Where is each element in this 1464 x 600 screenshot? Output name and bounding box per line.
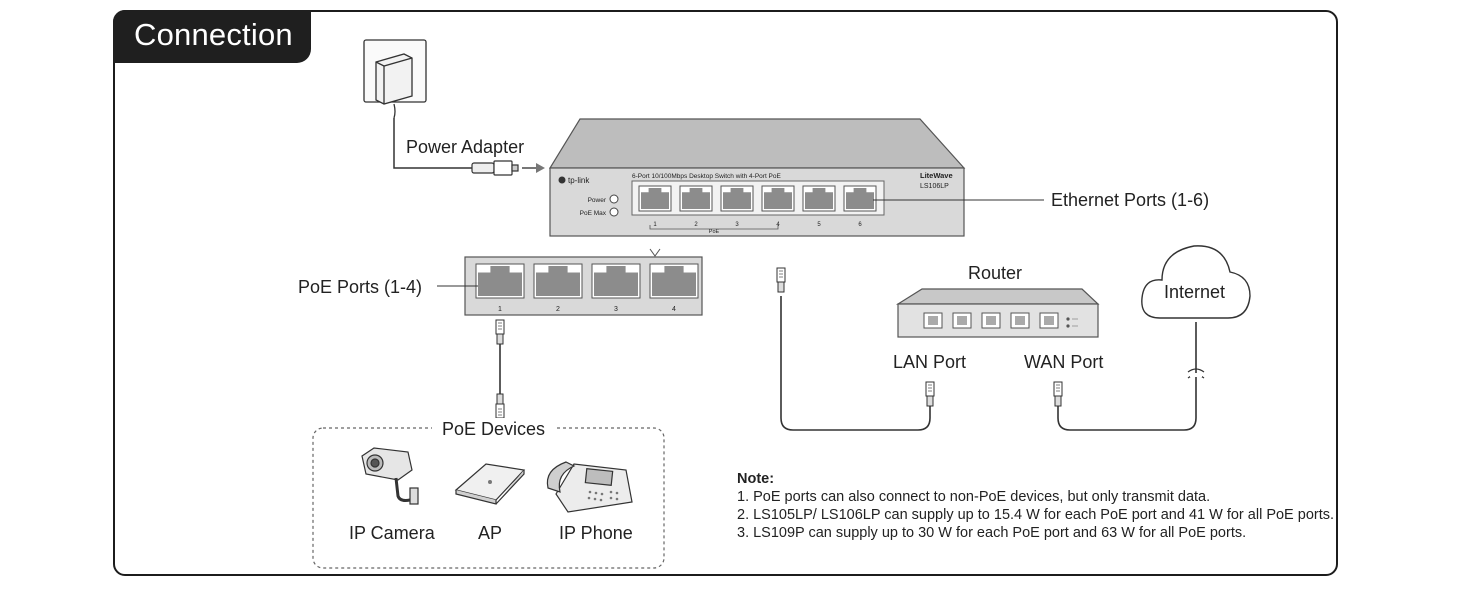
port-number: 6 (858, 222, 862, 228)
poe-devices-box (312, 427, 665, 569)
poe-ports-panel (464, 256, 703, 316)
wan-port-label: WAN Port (1024, 352, 1104, 372)
tp-link-logo-icon (558, 176, 566, 184)
switch-series-logo: LiteWave (920, 171, 953, 180)
poe-cable (495, 319, 505, 419)
title-tab (113, 10, 311, 63)
poe-port (591, 263, 641, 299)
cloud-icon (1141, 245, 1251, 319)
ethernet-port (638, 185, 672, 212)
port-number: 3 (735, 222, 739, 228)
poe-port-number: 3 (614, 306, 618, 313)
router-port (981, 312, 1001, 329)
zoom-pointer (649, 248, 661, 257)
ip-camera-icon (361, 447, 419, 505)
ethernet-connector-icon (495, 319, 505, 345)
power-plug-icon (471, 160, 519, 176)
poe-devices-label: PoE Devices (442, 419, 546, 439)
insert-arrow-head (536, 163, 545, 173)
port-number: 5 (817, 222, 821, 228)
ethernet-port (843, 185, 877, 212)
lan-cable (776, 267, 935, 431)
ip-phone-label: IP Phone (559, 523, 633, 543)
power-cable (393, 118, 472, 169)
ethernet-connector-icon (925, 381, 935, 407)
router-port (952, 312, 972, 329)
router-port (1010, 312, 1030, 329)
ethernet-port (720, 185, 754, 212)
switch-icon (548, 118, 966, 237)
router-port (1039, 312, 1059, 329)
poe-ports-label: PoE Ports (1-4) (298, 277, 423, 297)
router-port (923, 312, 943, 329)
ethernet-port (802, 185, 836, 212)
port-number: 2 (694, 222, 698, 228)
port-number: 1 (653, 222, 657, 228)
internet-label: Internet (1164, 282, 1226, 302)
poe-port (649, 263, 699, 299)
ethernet-ports-label: Ethernet Ports (1-6) (1051, 190, 1210, 210)
poe-devices-label-bg (432, 418, 557, 440)
ap-label: AP (478, 523, 503, 543)
poe-max-led (609, 207, 619, 217)
ip-phone-icon (546, 461, 633, 513)
router-icon (895, 288, 1100, 338)
ethernet-port (761, 185, 795, 212)
note-line: 1. PoE ports can also connect to non-PoE… (737, 489, 1211, 505)
power-adapter-icon (363, 39, 427, 119)
switch-description: 6-Port 10/100Mbps Desktop Switch with 4-… (632, 173, 782, 180)
ethernet-port (679, 185, 713, 212)
ethernet-connector-icon (495, 393, 505, 419)
ethernet-connector-icon (1053, 381, 1063, 407)
note-line: 3. LS109P can supply up to 30 W for each… (737, 525, 1247, 541)
port-number: 4 (776, 222, 780, 228)
poe-group-label: PoE (709, 229, 720, 235)
poe-port-number: 1 (498, 306, 502, 313)
wan-cable (1053, 322, 1205, 431)
ip-camera-label: IP Camera (349, 523, 435, 543)
switch-model: LS106LP (920, 183, 949, 190)
poe-max-led-label: PoE Max (580, 210, 607, 217)
poe-port (475, 263, 525, 299)
switch-brand: tp-link (568, 176, 590, 185)
diagram-frame (113, 10, 1338, 576)
note-heading: Note: (737, 471, 775, 487)
access-point-icon (454, 463, 526, 505)
diagram-title: Connection (134, 17, 293, 52)
power-adapter-label: Power Adapter (406, 137, 525, 157)
ethernet-connector-icon (776, 267, 786, 293)
note-line: 2. LS105LP/ LS106LP can supply up to 15.… (737, 507, 1335, 523)
poe-port-number: 4 (672, 306, 676, 313)
poe-port (533, 263, 583, 299)
power-led-label: Power (588, 197, 607, 204)
router-label: Router (968, 263, 1023, 283)
power-led (609, 194, 619, 204)
note-block: Note: 1. PoE ports can also connect to n… (737, 470, 1334, 542)
lan-port-label: LAN Port (893, 352, 967, 372)
poe-port-number: 2 (556, 306, 560, 313)
